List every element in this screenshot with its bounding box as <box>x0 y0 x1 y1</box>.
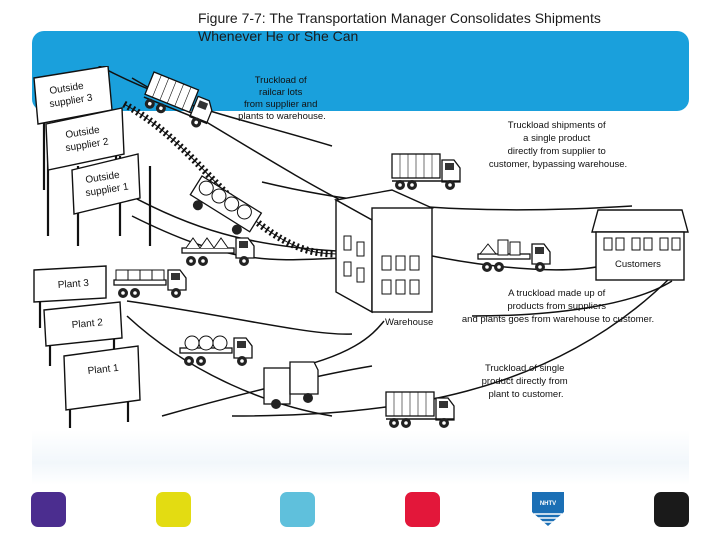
nhtv-logo: NHTV <box>532 492 564 526</box>
railcar <box>189 175 263 235</box>
sign-plant-1-label: Plant 1 <box>87 363 120 377</box>
warehouse-building <box>333 189 435 314</box>
road <box>471 280 673 317</box>
truck-consolidated <box>477 239 551 273</box>
logo-text: NHTV <box>540 501 556 507</box>
sign-supplier-1-line-1: Outside <box>85 170 121 186</box>
railroad-edge <box>123 103 338 255</box>
swatch-red <box>405 492 440 527</box>
slide-title: Figure 7-7: The Transportation Manager C… <box>198 9 698 45</box>
note-bypass-warehouse: Truckload shipments of a single product … <box>489 120 627 170</box>
customers-label: Customers <box>615 259 661 270</box>
sign-plant-3: Plant 3 <box>33 265 107 328</box>
slide-title-line-2: Whenever He or She Can <box>198 28 359 44</box>
truck-plant-2 <box>179 335 253 367</box>
swatch-black <box>654 492 689 527</box>
swatch-yellow <box>156 492 191 527</box>
road <box>231 275 673 417</box>
footer-watermark <box>32 430 689 485</box>
road <box>126 300 353 335</box>
note-consolidated-load: A truckload made up of products from sup… <box>462 288 654 325</box>
swatch-light-blue <box>280 492 315 527</box>
sign-supplier-3-line-1: Outside <box>49 81 85 97</box>
sign-plant-3-label: Plant 3 <box>57 278 89 291</box>
sign-plant-1: Plant 1 <box>63 345 141 428</box>
swatch-purple <box>31 492 66 527</box>
slide-title-line-1: Figure 7-7: The Transportation Manager C… <box>198 10 601 26</box>
truck-plant-direct <box>385 391 455 429</box>
sign-supplier-2: Outsidesupplier 2 <box>45 107 125 238</box>
road <box>126 315 333 417</box>
customers-building <box>591 209 689 281</box>
transportation-diagram: Warehouse Customers Outsidesupplier 3 Ou… <box>33 66 689 429</box>
truck-plant-3 <box>113 269 187 299</box>
sign-plant-2: Plant 2 <box>43 301 123 366</box>
sign-supplier-2-line-1: Outside <box>65 125 101 141</box>
warehouse-label: Warehouse <box>385 317 433 328</box>
truck-supplier <box>181 237 255 267</box>
railroad-track <box>122 100 338 258</box>
truck-bypass <box>391 153 461 191</box>
truck-plant-1 <box>263 361 319 409</box>
note-truckload-to-warehouse: Truckload of railcar lots from supplier … <box>238 75 326 122</box>
sign-plant-2-label: Plant 2 <box>71 317 103 331</box>
header-banner <box>32 31 689 111</box>
road <box>116 187 338 252</box>
sign-supplier-1: Outsidesupplier 1 <box>71 153 152 248</box>
sign-supplier-3: Outsidesupplier 3 <box>33 66 118 192</box>
note-plant-direct: Truckload of single product directly fro… <box>482 363 571 400</box>
